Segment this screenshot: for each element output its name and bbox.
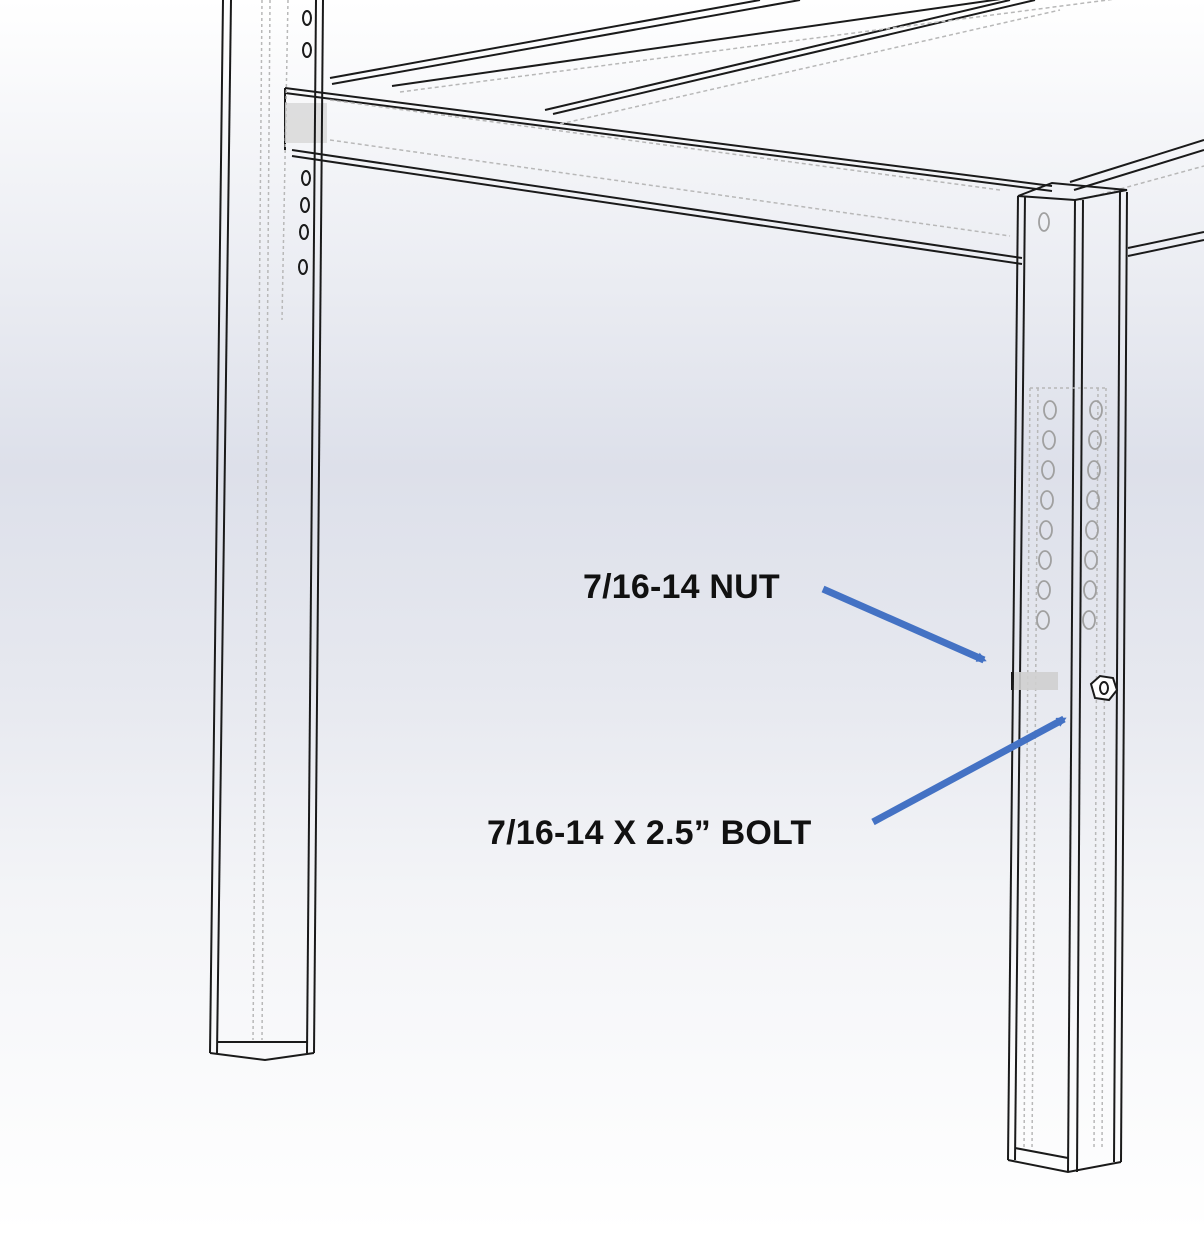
left-leg-holes [298,10,312,275]
left-leg-hidden-lines [252,0,289,1041]
nut-callout-arrow [821,585,987,664]
bracket-left-top [285,103,327,143]
right-leg-holes [1036,212,1103,630]
top-shelf-hidden-lines [329,0,1204,237]
left-leg [209,0,324,1062]
bolt-callout-label: 7/16-14 X 2.5” BOLT [487,814,812,852]
nut-callout-label: 7/16-14 NUT [583,568,780,606]
top-shelf-frame [284,0,1204,265]
nut-hardware [1011,672,1058,690]
bolt-head [1089,674,1119,702]
bolt-callout-arrow [871,715,1067,826]
right-leg-hidden-lines [1023,387,1107,1151]
